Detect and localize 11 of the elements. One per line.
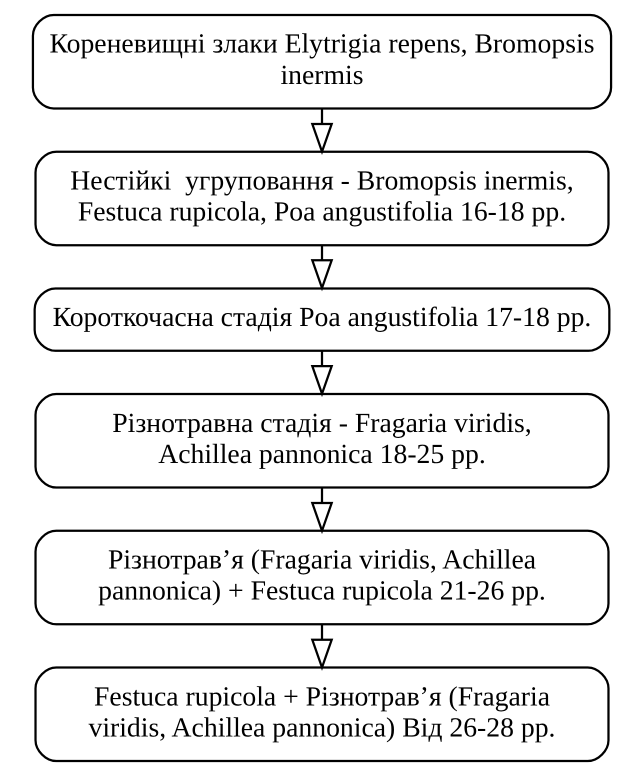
arrow <box>310 488 333 534</box>
node-box: Короткочасна стадія Poa angustifolia 17-18 рр. <box>33 287 610 352</box>
arrow <box>310 351 333 398</box>
node-box: Кореневищні злаки Elytrigia repens, Bromopsis inermis <box>31 14 612 110</box>
arrow <box>310 624 333 671</box>
arrow <box>310 108 333 156</box>
arrow <box>310 245 333 292</box>
node-box: Різнотравна стадія - Fragaria viridis, Achillea pannonica 18-25 рр. <box>34 392 610 489</box>
node-box: Festuca rupicola + Різнотрав’я (Fragaria viridis, Achillea pannonica) Від 26-28 рр. <box>34 666 610 762</box>
node-box: Нестійкі угруповання - Bromopsis inermis, Festuca rupicola, Poa angustifolia 16-18 рр. <box>34 150 610 246</box>
node-box: Різнотрав’я (Fragaria viridis, Achillea pannonica) + Festuca rupicola 21-26 рр. <box>34 530 610 626</box>
